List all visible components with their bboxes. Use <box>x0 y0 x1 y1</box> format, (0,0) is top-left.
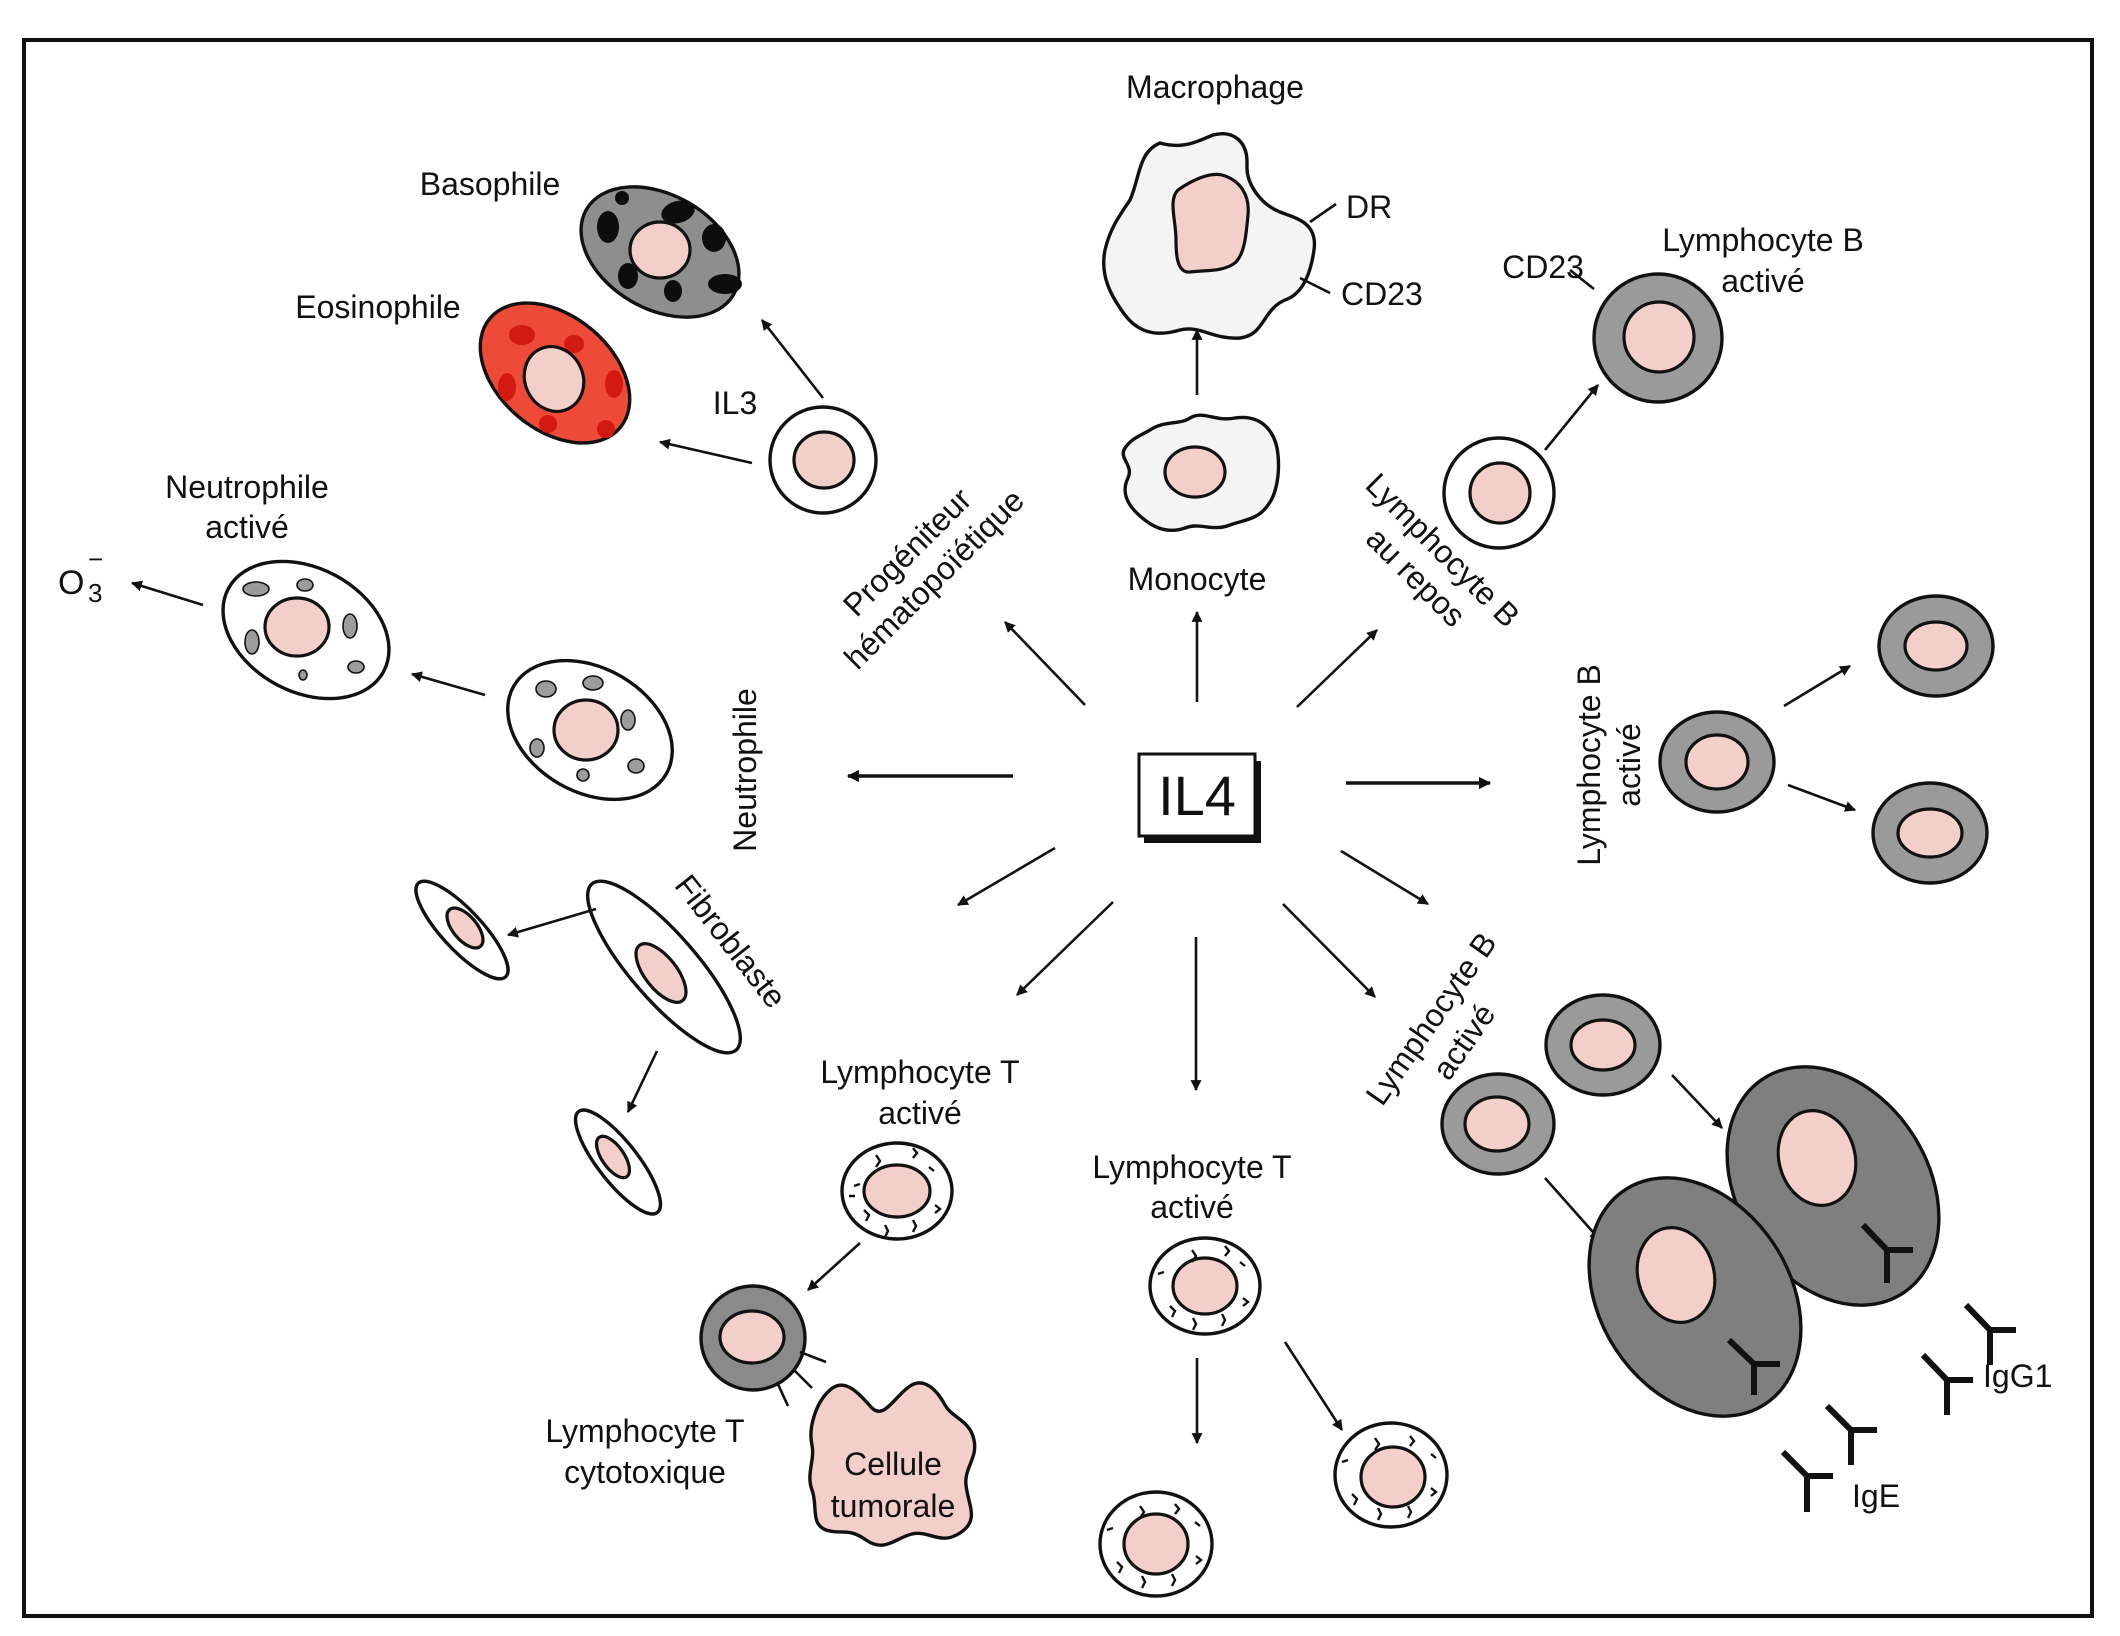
lympho-b-active-top-label-line1: Lymphocyte B <box>1662 222 1864 258</box>
lympho-b-daughter-bottom-cell <box>1871 781 1989 885</box>
igg1-free-antibody-icon <box>1963 1302 2016 1365</box>
lympho-t-active-left-label-line2: activé <box>878 1095 962 1131</box>
lympho-t-active-center-label-line1: Lymphocyte T <box>1092 1149 1291 1185</box>
lympho-t-active-center-label-line2: activé <box>1150 1189 1234 1225</box>
ige-label: IgE <box>1852 1478 1900 1514</box>
arrow-t-center-right <box>1283 1341 1344 1431</box>
cd23-macrophage-label: CD23 <box>1341 276 1423 312</box>
arrow-fibroblaste-to-left <box>506 907 597 938</box>
arrow-neutrophile-to-active <box>410 671 486 697</box>
arrow-to-lympho-b-repos <box>1296 629 1378 708</box>
monocyte-label: Monocyte <box>1128 561 1267 597</box>
ige-free-antibody-icon <box>1780 1449 1833 1512</box>
arrow-neutrophile-to-o3 <box>130 580 204 607</box>
eosinophile-label: Eosinophile <box>295 289 460 325</box>
ige-antibody-icon <box>1726 1337 1780 1395</box>
lympho-t-cytotoxique-label-line2: cytotoxique <box>564 1454 726 1490</box>
neutrophile-active-label-line2: activé <box>205 509 289 545</box>
cellule-tumorale: Cellule tumorale <box>808 1381 977 1547</box>
arrow-b-right-down <box>1787 783 1857 812</box>
svg-text:Lymphocyte B: Lymphocyte B <box>1571 664 1607 866</box>
svg-text:−: − <box>88 544 103 574</box>
lympho-t-active-left-cell <box>840 1141 954 1241</box>
lympho-t-cytotoxique-label-line1: Lymphocyte T <box>545 1413 744 1449</box>
macrophage-cell <box>1102 132 1317 340</box>
lympho-b-active-right-cell <box>1658 710 1776 814</box>
arrow-to-fibroblaste <box>957 846 1056 907</box>
arrow-t-to-cytotoxic <box>807 1242 861 1291</box>
lympho-t-active-left-label-line1: Lymphocyte T <box>820 1054 1019 1090</box>
radial-arrows <box>846 610 1492 1092</box>
arrow-to-ige-plasma <box>1544 1177 1601 1241</box>
neutrophile-active-label-line1: Neutrophile <box>165 469 329 505</box>
arrow-progenitor-to-basophile <box>760 319 825 399</box>
neutrophile-cell <box>506 658 674 802</box>
arrow-b-right-up <box>1783 664 1851 708</box>
lympho-b-bottom-upper-cell <box>1544 993 1662 1097</box>
lympho-b-active-right-label: Lymphocyte B activé <box>1571 664 1647 866</box>
ige-free-antibody-icon <box>1824 1403 1877 1465</box>
cd23-b-label: CD23 <box>1502 249 1584 285</box>
arrow-to-lympho-b-active-bottom <box>1282 903 1376 998</box>
arrow-b-repos-to-active <box>1543 384 1600 451</box>
o3-minus-label: O 3 − <box>58 544 103 608</box>
dr-label: DR <box>1346 189 1392 225</box>
lympho-b-daughter-top-cell <box>1877 594 1995 698</box>
igg1-free-antibody-icon <box>1920 1352 1973 1415</box>
cellule-tumorale-label-line1: Cellule <box>844 1446 942 1482</box>
plasma-cell-ige <box>1587 1176 1803 1418</box>
lympho-b-active-top-cell <box>1592 272 1724 404</box>
arrow-fibroblaste-to-bottom <box>626 1050 659 1113</box>
arrow-to-progenitor <box>1004 621 1086 706</box>
basophile-label: Basophile <box>420 166 561 202</box>
lympho-t-cytotoxic-cell <box>699 1284 827 1407</box>
cd23-macrophage-pointer <box>1299 276 1331 295</box>
lympho-t-daughter-right-cell <box>1333 1421 1449 1529</box>
arrow-to-lympho-t-left <box>1016 901 1114 996</box>
svg-text:3: 3 <box>88 578 102 608</box>
igg1-label: IgG1 <box>1983 1358 2052 1394</box>
fibroblaste-main-cell <box>585 879 743 1055</box>
macrophage-label: Macrophage <box>1126 69 1304 105</box>
arrow-to-igg1-plasma <box>1671 1074 1723 1129</box>
il3-label: IL3 <box>713 385 757 421</box>
lympho-t-active-center-cell <box>1148 1236 1262 1336</box>
cellule-tumorale-label-line2: tumorale <box>831 1488 956 1524</box>
arrow-to-lympho-b-bottom-right <box>1340 849 1429 906</box>
svg-text:O: O <box>58 564 84 602</box>
lympho-t-daughter-bottom-cell <box>1098 1490 1214 1598</box>
neutrophile-active-cell <box>221 559 391 701</box>
lympho-b-bottom-lower-cell <box>1440 1072 1556 1176</box>
arrow-progenitor-to-eosinophile <box>658 438 753 465</box>
progenitor-cell <box>768 405 878 515</box>
svg-text:activé: activé <box>1611 723 1647 807</box>
eosinophile-cell <box>478 301 632 445</box>
fibroblaste-bottom-cell <box>573 1108 663 1216</box>
dr-pointer <box>1309 202 1337 224</box>
igg1-antibody-icon <box>1860 1222 1913 1283</box>
il4-box: IL4 <box>1137 752 1261 843</box>
il4-label: IL4 <box>1158 764 1236 827</box>
basophile-cell <box>579 185 742 319</box>
lympho-b-active-top-label-line2: activé <box>1721 263 1805 299</box>
figure-frame <box>22 38 2094 1618</box>
monocyte-cell <box>1121 413 1281 533</box>
fibroblaste-left-cell <box>414 879 510 981</box>
cd23-b-pointer <box>1569 268 1595 291</box>
neutrophile-label: Neutrophile <box>727 688 763 852</box>
lympho-b-repos-cell <box>1442 436 1556 550</box>
